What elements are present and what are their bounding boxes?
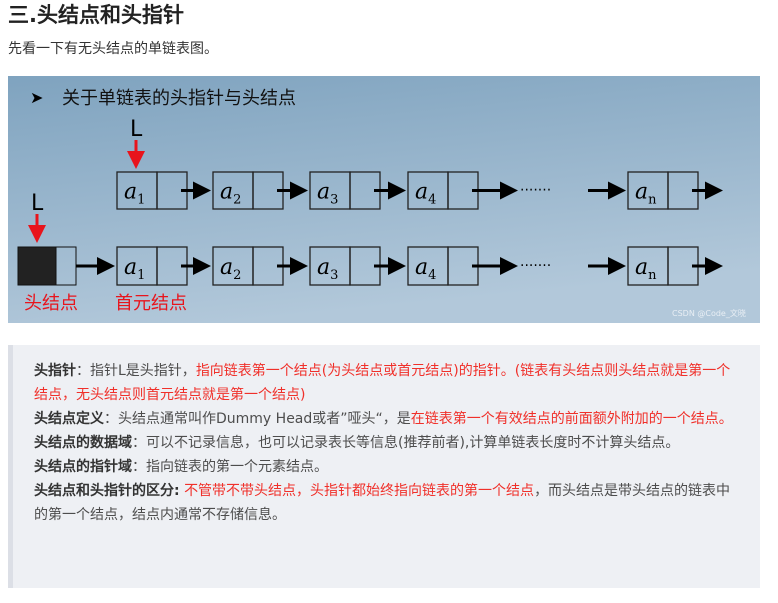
note-sep: ：: [132, 435, 146, 451]
first-node-label: 首元结点: [115, 293, 187, 314]
note-item: 头指针：指针L是头指针，指向链表第一个结点(为头结点或首元结点)的指针。(链表有…: [34, 359, 740, 407]
figure-title: 关于单链表的头指针与头结点: [62, 88, 296, 109]
head-node-label: 头结点: [24, 293, 78, 314]
note-item: 头结点定义：头结点通常叫作Dummy Head或者”哑头“，是在链表第一个有效结…: [34, 407, 740, 431]
note-highlight: 不管带不带头结点，头指针都始终指向链表的第一个结点: [184, 483, 535, 499]
note-text-tail: ，而头结点是带头结点的链表中的第一个结点，结点内通常不存储信息。: [34, 483, 731, 523]
note-text: 头结点通常叫作Dummy Head或者”哑头“，是: [118, 411, 411, 427]
note-term: 头指针: [34, 363, 76, 379]
pointer-label: L: [31, 191, 44, 216]
notes-blockquote: 头指针：指针L是头指针，指向链表第一个结点(为头结点或首元结点)的指针。(链表有…: [8, 345, 760, 588]
note-text: 指针L是头指针，: [90, 363, 196, 379]
note-sep: ：: [104, 411, 118, 427]
note-text: 可以不记录信息，也可以记录表长等信息(推荐前者),计算单链表长度时不计算头结点。: [146, 435, 680, 451]
note-term: 头结点的指针域: [34, 459, 132, 475]
note-sep: ：: [76, 363, 90, 379]
ellipsis: ·······: [520, 183, 551, 199]
note-text: 指向链表的第一个元素结点。: [146, 459, 328, 475]
note-item: 头结点的数据域：可以不记录信息，也可以记录表长等信息(推荐前者),计算单链表长度…: [34, 431, 740, 455]
note-term: 头结点定义: [34, 411, 104, 427]
bullet-arrow-icon: ➤: [30, 88, 43, 107]
intro-text: 先看一下有无头结点的单链表图。: [8, 41, 218, 57]
note-item: 头结点和头指针的区分: 不管带不带头结点，头指针都始终指向链表的第一个结点，而头…: [34, 479, 740, 527]
note-highlight: 在链表第一个有效结点的前面额外附加的一个结点。: [410, 411, 733, 427]
note-term: 头结点和头指针的区分:: [34, 483, 180, 499]
list-node: a1: [116, 171, 188, 210]
note-highlight: 指向链表第一个结点(为头结点或首元结点)的指针。(链表有头结点则头结点就是第一个…: [34, 363, 731, 403]
section-heading: 三.头结点和头指针: [8, 3, 184, 27]
pointer-label: L: [130, 117, 143, 142]
note-sep: ：: [132, 459, 146, 475]
head-node-data: [17, 246, 57, 286]
ellipsis: ·······: [520, 258, 551, 274]
watermark: CSDN @Code_文晓: [672, 308, 746, 318]
note-item: 头结点的指针域：指向链表的第一个元素结点。: [34, 455, 740, 479]
note-term: 头结点的数据域: [34, 435, 132, 451]
